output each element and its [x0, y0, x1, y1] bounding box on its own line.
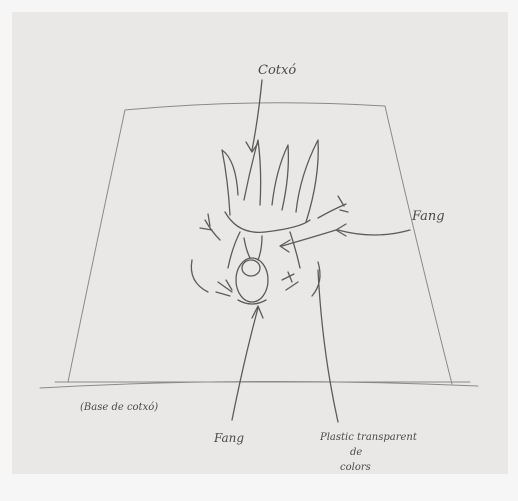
label-bottom-right-1: Plastic transparent	[319, 432, 418, 443]
label-right: Fang	[411, 209, 445, 224]
label-base: (Base de cotxó)	[80, 402, 158, 413]
label-bottom-left: Fang	[213, 431, 244, 445]
label-top: Cotxó	[258, 63, 296, 78]
label-bottom-right-2: de	[350, 447, 362, 458]
label-bottom-right-3: colors	[340, 462, 371, 473]
